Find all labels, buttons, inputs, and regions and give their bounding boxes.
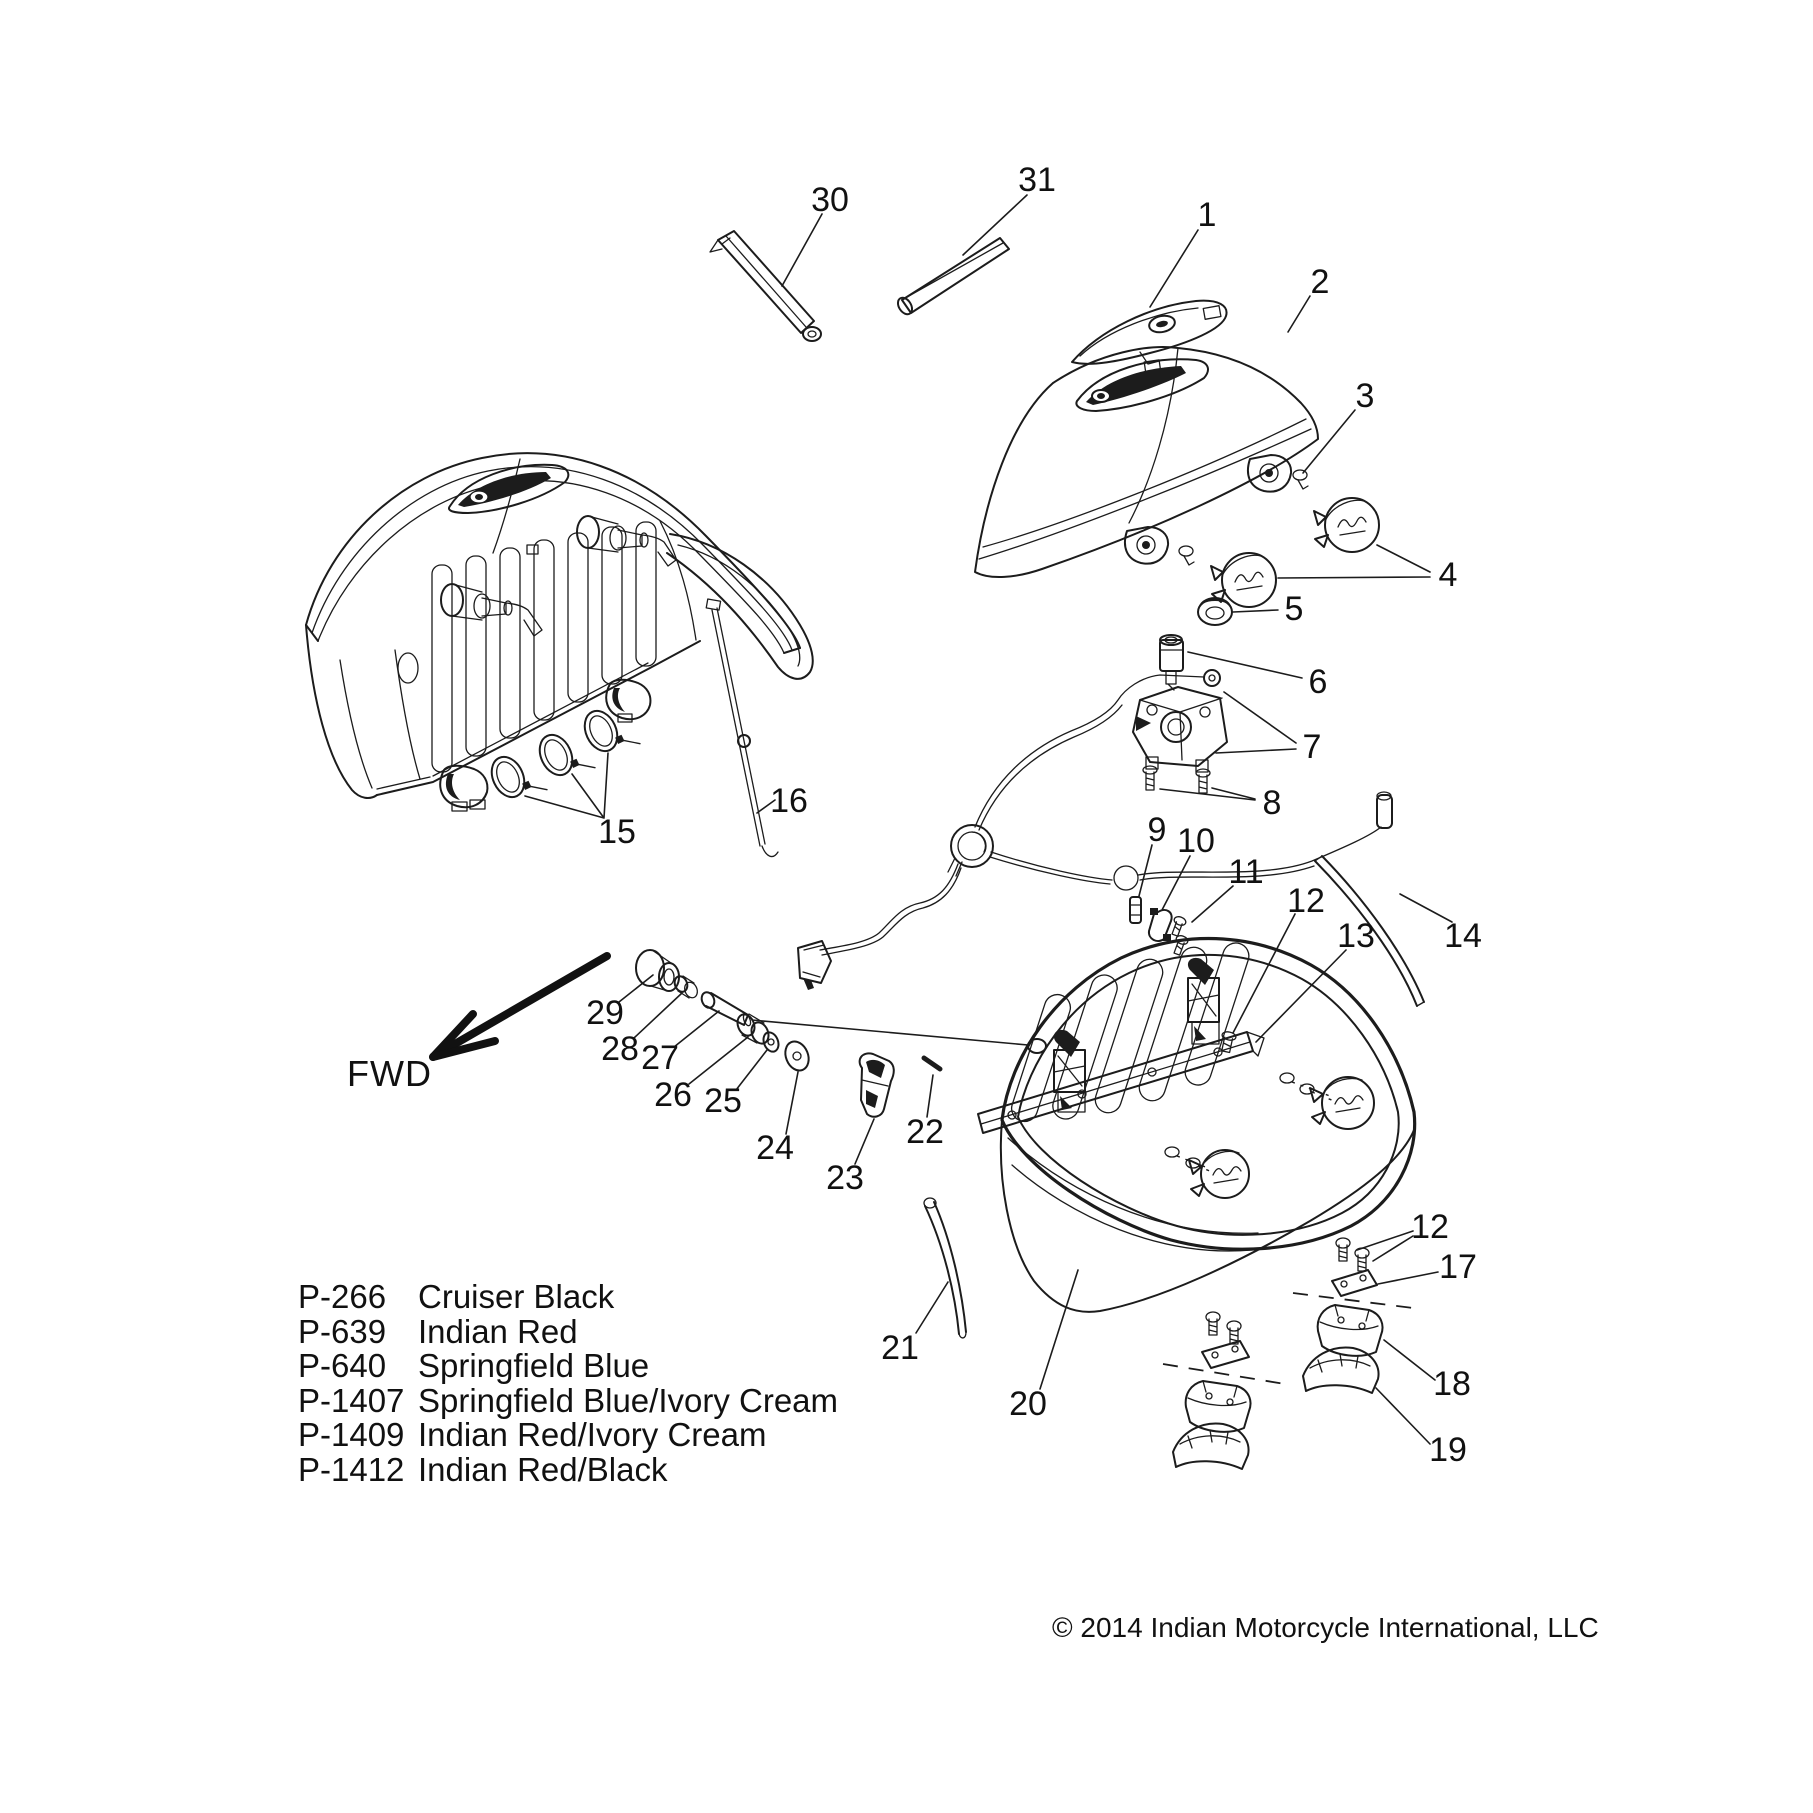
lock-cable-assembly	[797, 674, 1393, 990]
callout-1: 1	[1197, 196, 1217, 234]
color-code: P-1407	[298, 1381, 405, 1419]
bail-10	[1147, 908, 1173, 942]
striker-23	[858, 1052, 895, 1118]
screw-12-rail	[1221, 1031, 1237, 1054]
color-code-row: P-1412 Indian Red/Black	[298, 1450, 838, 1488]
color-code: P-1412	[298, 1450, 405, 1488]
lock-grommet	[1197, 597, 1233, 626]
callout-24: 24	[756, 1129, 794, 1167]
emblem-knob-lower	[1164, 1146, 1250, 1199]
callout-27: 27	[641, 1039, 679, 1077]
bumper-kit-left	[1162, 1311, 1286, 1470]
cable-ties	[490, 709, 641, 799]
color-name: Springfield Blue/Ivory Cream	[418, 1381, 839, 1419]
callout-29: 29	[586, 994, 624, 1032]
color-name: Indian Red/Black	[418, 1450, 668, 1488]
color-code-row: P-639 Indian Red	[298, 1312, 838, 1350]
color-code: P-640	[298, 1347, 387, 1384]
washer-25	[762, 1031, 780, 1053]
seal-tube-31	[896, 237, 1010, 316]
actuator-screws	[1142, 765, 1211, 794]
right-bag-slats	[1010, 942, 1250, 1123]
callout-10: 10	[1177, 822, 1215, 860]
callout-6: 6	[1308, 663, 1328, 701]
bag-latch-left	[1053, 1029, 1086, 1113]
pin-22	[921, 1055, 943, 1072]
color-code-row: P-266 Cruiser Black	[298, 1278, 838, 1315]
trim-strip-30	[709, 230, 822, 342]
color-name: Indian Red	[418, 1312, 578, 1350]
saddlebag-lid	[974, 346, 1319, 579]
left-bag-lock-pin-1	[440, 583, 543, 637]
bag-latch-right	[1187, 957, 1220, 1045]
spacer-28	[673, 975, 698, 999]
callout-25: 25	[704, 1082, 742, 1120]
fwd-arrow	[429, 952, 611, 1061]
callout-31: 31	[1018, 161, 1056, 199]
cable-connector	[797, 940, 832, 990]
callout-7: 7	[1302, 728, 1322, 766]
pivot-pin-27	[700, 991, 752, 1027]
left-bag-side-flap	[666, 533, 814, 680]
emblem-knob-upper	[1279, 1072, 1375, 1130]
callout-18: 18	[1433, 1365, 1471, 1403]
bumper-kit-right	[1292, 1237, 1414, 1394]
callout-22: 22	[906, 1113, 944, 1151]
callout-12: 12	[1287, 882, 1325, 920]
latch-handle-1	[1071, 299, 1228, 365]
callout-9: 9	[1147, 811, 1167, 849]
left-bag-mount-hooks	[439, 678, 652, 812]
color-code-row: P-1407 Springfield Blue/Ivory Cream	[298, 1381, 839, 1419]
color-name: Indian Red/Ivory Cream	[418, 1416, 767, 1453]
callout-4: 4	[1438, 556, 1458, 594]
bushing-26	[736, 1013, 770, 1045]
callout-14: 14	[1444, 917, 1482, 955]
callout-15: 15	[598, 813, 636, 851]
callout-11: 11	[1228, 853, 1264, 891]
washer-24	[784, 1040, 810, 1072]
callout-5: 5	[1284, 590, 1304, 628]
leader-lines	[524, 194, 1453, 1445]
left-bag-lock-pin-2	[576, 515, 677, 567]
callout-26: 26	[654, 1076, 692, 1114]
left-bag-slats	[431, 520, 697, 773]
callout-12-b: 12	[1411, 1208, 1449, 1246]
callout-8: 8	[1262, 784, 1282, 822]
lock-actuator	[1132, 669, 1228, 773]
callout-21: 21	[881, 1329, 919, 1367]
callout-3: 3	[1355, 377, 1375, 415]
fwd-label: FWD	[347, 1053, 432, 1094]
callout-28: 28	[601, 1030, 639, 1068]
callout-19: 19	[1429, 1431, 1467, 1469]
right-saddlebag-bin	[751, 936, 1417, 1313]
copyright-text: © 2014 Indian Motorcycle International, …	[1052, 1612, 1599, 1643]
color-code-row: P-1409 Indian Red/Ivory Cream	[298, 1416, 838, 1453]
callout-20: 20	[1009, 1385, 1047, 1423]
color-code: P-1409	[298, 1416, 405, 1453]
trim-strip-14	[1314, 855, 1425, 1007]
latch-rod	[705, 598, 779, 858]
color-code: P-639	[298, 1312, 387, 1350]
callout-23: 23	[826, 1159, 864, 1197]
left-saddlebag	[305, 452, 814, 858]
callout-13: 13	[1337, 917, 1375, 955]
trim-strip-21	[923, 1197, 967, 1339]
color-name: Springfield Blue	[418, 1347, 650, 1384]
color-code: P-266	[298, 1278, 387, 1315]
callout-16: 16	[770, 782, 808, 820]
support-rail	[977, 1031, 1265, 1134]
lid-screw-3	[1178, 469, 1309, 566]
color-code-row: P-640 Springfield Blue	[298, 1347, 838, 1384]
screws-11	[1171, 916, 1189, 956]
callout-2: 2	[1310, 263, 1330, 301]
bumper-29	[635, 949, 680, 992]
callout-17: 17	[1439, 1248, 1477, 1286]
pin-9	[1129, 896, 1142, 924]
lock-cylinder	[1159, 634, 1184, 691]
callout-30: 30	[811, 181, 849, 219]
color-name: Cruiser Black	[418, 1278, 615, 1315]
